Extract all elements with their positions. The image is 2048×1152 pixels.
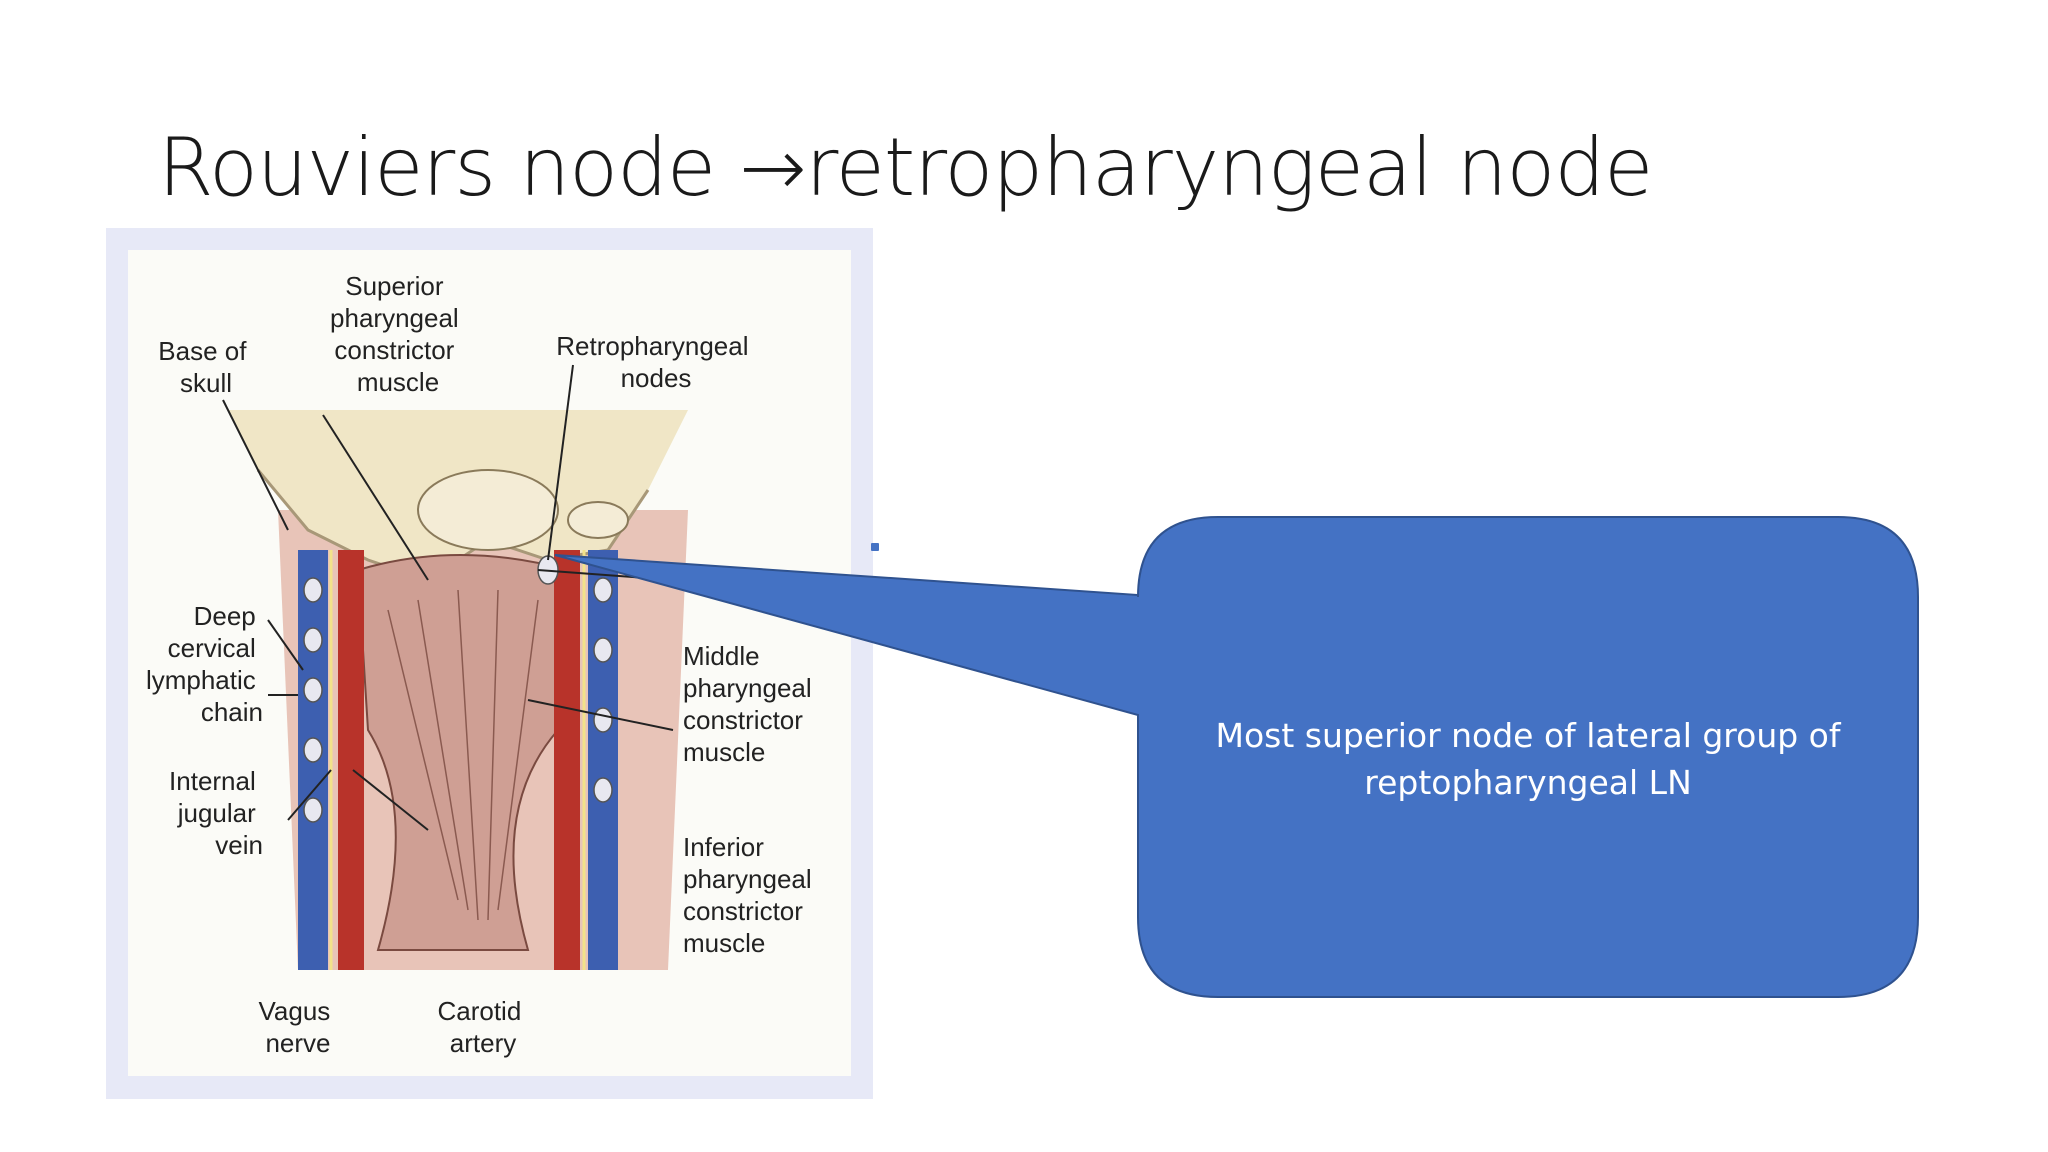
label-deep-cervical-chain: Deep cervical lymphatic chain	[146, 601, 263, 727]
carotid-artery-left	[338, 550, 364, 970]
label-inferior-constrictor: Inferior pharyngeal constrictor muscle	[683, 832, 819, 958]
label-superior-constrictor: Superior pharyngeal constrictor muscle	[330, 271, 466, 397]
callout-bubble[interactable]	[554, 516, 1919, 998]
anatomy-figure-frame: Superior pharyngeal constrictor muscle B…	[106, 228, 873, 1099]
bone-prominence	[417, 469, 559, 551]
label-base-of-skull: Base of skull	[158, 336, 253, 398]
label-carotid-artery: Carotid artery	[437, 996, 528, 1058]
label-vagus-nerve: Vagus nerve	[258, 996, 337, 1058]
slide-title: Rouviers node →retropharyngeal node	[158, 121, 1653, 214]
callout-text: Most superior node of lateral group of r…	[1215, 716, 1841, 802]
carotid-artery-right	[554, 550, 580, 970]
lymph-nodes	[303, 555, 613, 823]
label-internal-jugular-vein: Internal jugular vein	[169, 766, 263, 860]
internal-jugular-vein-right	[588, 550, 618, 970]
pharynx-anatomy-illustration: Superior pharyngeal constrictor muscle B…	[146, 271, 819, 1058]
label-retropharyngeal-nodes: Retropharyngeal nodes	[556, 331, 755, 393]
selection-handle[interactable]	[871, 543, 879, 551]
constrictor-muscles	[356, 554, 570, 951]
label-middle-constrictor: Middle pharyngeal constrictor muscle	[683, 641, 819, 767]
anatomy-figure: Superior pharyngeal constrictor muscle B…	[128, 250, 851, 1076]
